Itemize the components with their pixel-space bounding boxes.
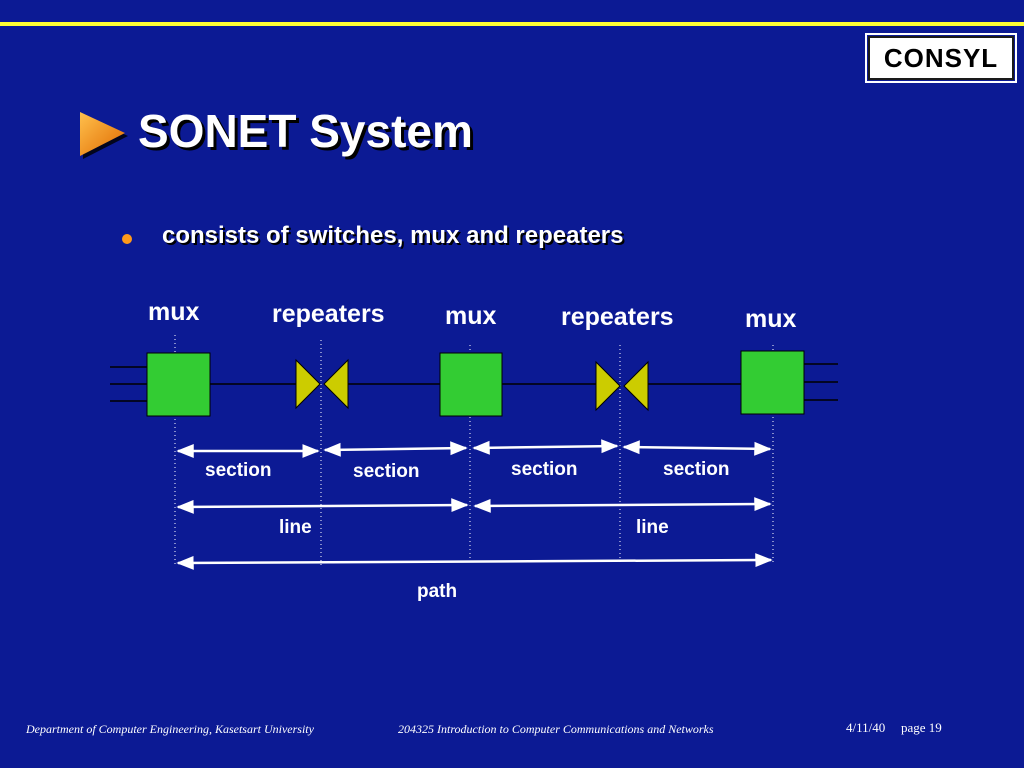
section-label-3: section [511,459,578,480]
mux-box-3 [740,350,805,415]
mux-label-2: mux [445,302,497,330]
mux-box-1 [146,352,211,417]
section-label-2: section [353,461,420,482]
transmission-line [110,363,838,402]
page-title: SONET System [138,105,473,157]
path-arrow [176,553,773,570]
mux-label-1: mux [148,298,200,326]
bullet-dot [122,234,132,244]
section-label-1: section [205,460,272,481]
path-label: path [417,581,457,602]
repeater-1 [295,358,349,410]
footer-date: 4/11/40 [846,720,886,735]
mux-label-3: mux [745,305,797,333]
line-label-2: line [636,517,669,538]
footer-course: 204325 Introduction to Computer Communic… [398,722,714,736]
line-label-1: line [279,517,312,538]
footer-page: page 19 [901,720,942,735]
bullet-text: consists of switches, mux and repeaters [162,222,624,249]
repeaters-label-1: repeaters [272,300,385,328]
section-arrows [176,439,772,458]
section-label-4: section [663,459,730,480]
mux-box-2 [439,352,503,417]
repeaters-label-2: repeaters [561,303,674,331]
footer-department: Department of Computer Engineering, Kase… [26,722,314,736]
repeater-2 [595,360,649,412]
title-arrow-icon [80,112,128,159]
top-rule [0,22,1024,26]
line-arrows [176,497,772,514]
consyl-logo: CONSYL [865,33,1017,83]
